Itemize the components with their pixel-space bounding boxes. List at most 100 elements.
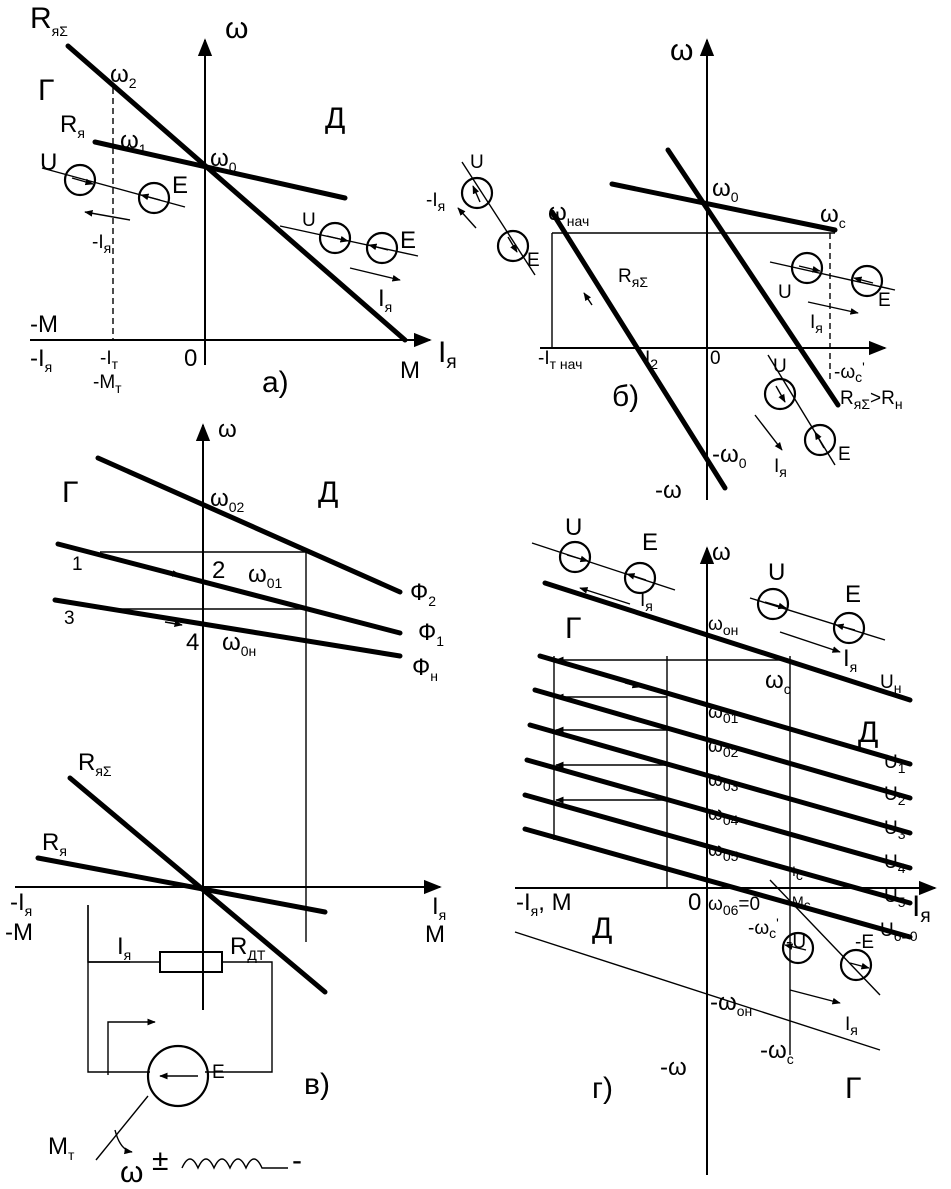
b-line-rsum	[549, 209, 728, 491]
b-ia-right-arrow	[807, 301, 859, 315]
b-u-right-label: U	[778, 282, 792, 303]
g-neg-u-label: -U	[786, 932, 806, 953]
a-ia-neg-label: -Iя	[92, 232, 111, 256]
g-neg-w0h: -ωон	[710, 989, 752, 1019]
v-w01: ω01	[248, 561, 283, 591]
v-circuit: Iя RДТ E в) Mт ω ± -	[48, 905, 330, 1189]
v-line-f2	[95, 455, 403, 595]
g-quad-d-bottom: Д	[592, 912, 612, 945]
g-line-uh	[542, 580, 913, 703]
v-m-label: M	[425, 921, 445, 948]
g-w03: ω03	[708, 770, 739, 794]
g-w06: ω06=0	[708, 894, 760, 918]
panel-v: ω Г Д ω02 1 2 ω01 3 4 ω0н Ф2 Ф1 Фн RяΣ R…	[5, 416, 446, 1189]
v-arrow-34	[164, 620, 183, 627]
b-e-right-label: E	[878, 290, 891, 311]
a-mt-neg: -Mт	[93, 372, 122, 396]
g-quad-g-top: Г	[565, 612, 581, 645]
g-quad-d-right: Д	[858, 716, 878, 749]
g-neg-e-label: -E	[855, 932, 874, 953]
g-w01: ω01	[708, 702, 739, 726]
b-rsum-arrow	[583, 292, 593, 306]
g-u-circle-tr	[756, 587, 790, 621]
v-quad-g: Г	[62, 476, 78, 509]
b-r-machine-axis	[769, 261, 896, 291]
g-ic: Ic	[792, 863, 803, 883]
a-e-circle-left	[137, 181, 171, 215]
g-wc: ωc	[765, 667, 791, 697]
g-neg-ia-m: -Iя, M	[516, 889, 572, 919]
g-mc: Mc	[792, 893, 811, 913]
b-ia-bottom-arrow	[754, 414, 783, 451]
a-ia-axis-label: Iя	[438, 336, 457, 373]
g-tl-machine-axis	[531, 542, 676, 591]
a-ia-pos-arrow	[349, 267, 401, 282]
a-line-ra	[92, 139, 348, 201]
g-tag: г)	[592, 1072, 613, 1105]
g-w05: ω05	[708, 840, 739, 864]
g-u4: U4	[884, 852, 906, 876]
v-line-f1	[55, 541, 403, 636]
g-line-u5	[522, 792, 913, 906]
v-w0h: ω0н	[222, 629, 256, 659]
g-neg-w: -ω	[660, 1054, 687, 1081]
b-wc-prime: -ωc'	[834, 359, 865, 385]
v-fh: Фн	[412, 654, 438, 684]
v-point-3: 3	[64, 608, 75, 629]
v-arrow-12	[164, 570, 181, 577]
v-circuit-w: ω	[120, 1156, 143, 1189]
g-u3: U3	[884, 818, 906, 842]
a-line-rsum	[65, 43, 408, 343]
v-f1: Ф1	[418, 619, 444, 649]
v-neg-ia: -Iя	[10, 889, 32, 919]
a-m-label: M	[400, 357, 420, 384]
panel-g: ω U E Iя U E Iя Г ωон ωc Uн Д ω01 ω02 ω0…	[514, 514, 937, 1175]
g-line-neg	[514, 931, 881, 1051]
g-b-machine-axis	[769, 879, 881, 996]
b-e-bottom-label: E	[838, 444, 851, 465]
b-e-circle-bottom	[803, 423, 837, 457]
a-u-right-label: U	[302, 210, 316, 231]
a-w1-label: ω1	[120, 127, 147, 157]
b-condition: RяΣ>Rн	[840, 388, 903, 412]
v-f2: Ф2	[410, 579, 436, 609]
a-u-circle-right	[318, 221, 352, 255]
b-tag: б)	[612, 380, 639, 413]
g-u-circle-tl	[558, 540, 592, 574]
g-u5: U5	[884, 886, 906, 910]
b-u-circle-top	[460, 176, 494, 210]
g-e-circle-tl	[623, 561, 657, 595]
a-u-left-label: U	[40, 149, 57, 176]
g-ia-tl-arrow	[579, 587, 631, 605]
g-line-u2	[532, 687, 913, 801]
v-minus: -	[292, 1144, 302, 1177]
v-rotation-arrow	[114, 1129, 133, 1155]
a-e-right-label: E	[400, 227, 416, 254]
b-u-circle-bottom	[763, 377, 797, 411]
v-ra-label: Rя	[42, 829, 67, 859]
a-zero: 0	[184, 345, 197, 372]
b-zero: 0	[710, 348, 721, 369]
a-neg-ia-axis: -Iя	[30, 345, 52, 375]
v-neg-m: -M	[5, 919, 33, 946]
a-u-circle-left	[63, 163, 97, 197]
b-w0-label: ω0	[712, 175, 739, 205]
v-tag: в)	[304, 1068, 330, 1101]
b-e-top-label: E	[527, 250, 540, 271]
g-line-u1	[537, 653, 913, 767]
v-machine-circle	[146, 1044, 210, 1108]
v-circuit-rdt: RДТ	[230, 933, 266, 963]
b-it-nach: -Iт нач	[538, 348, 582, 372]
b-ia-bottom-label: Iя	[774, 456, 787, 480]
b-i2: I2	[645, 348, 658, 372]
v-point-1: 1	[72, 554, 83, 575]
g-ia-tr-arrow	[779, 631, 841, 653]
g-line-u3	[527, 722, 913, 836]
g-u6: U6=0	[880, 920, 918, 944]
g-neg-e-circle	[839, 948, 873, 982]
a-w-axis-label: ω	[225, 12, 248, 45]
v-plus: ±	[152, 1144, 168, 1177]
g-e-circle-tr	[832, 611, 866, 645]
panel-a: RяΣ ω2 ω Г Д Rя ω1 ω0 U E -Iя U E Iя -M …	[30, 2, 457, 399]
